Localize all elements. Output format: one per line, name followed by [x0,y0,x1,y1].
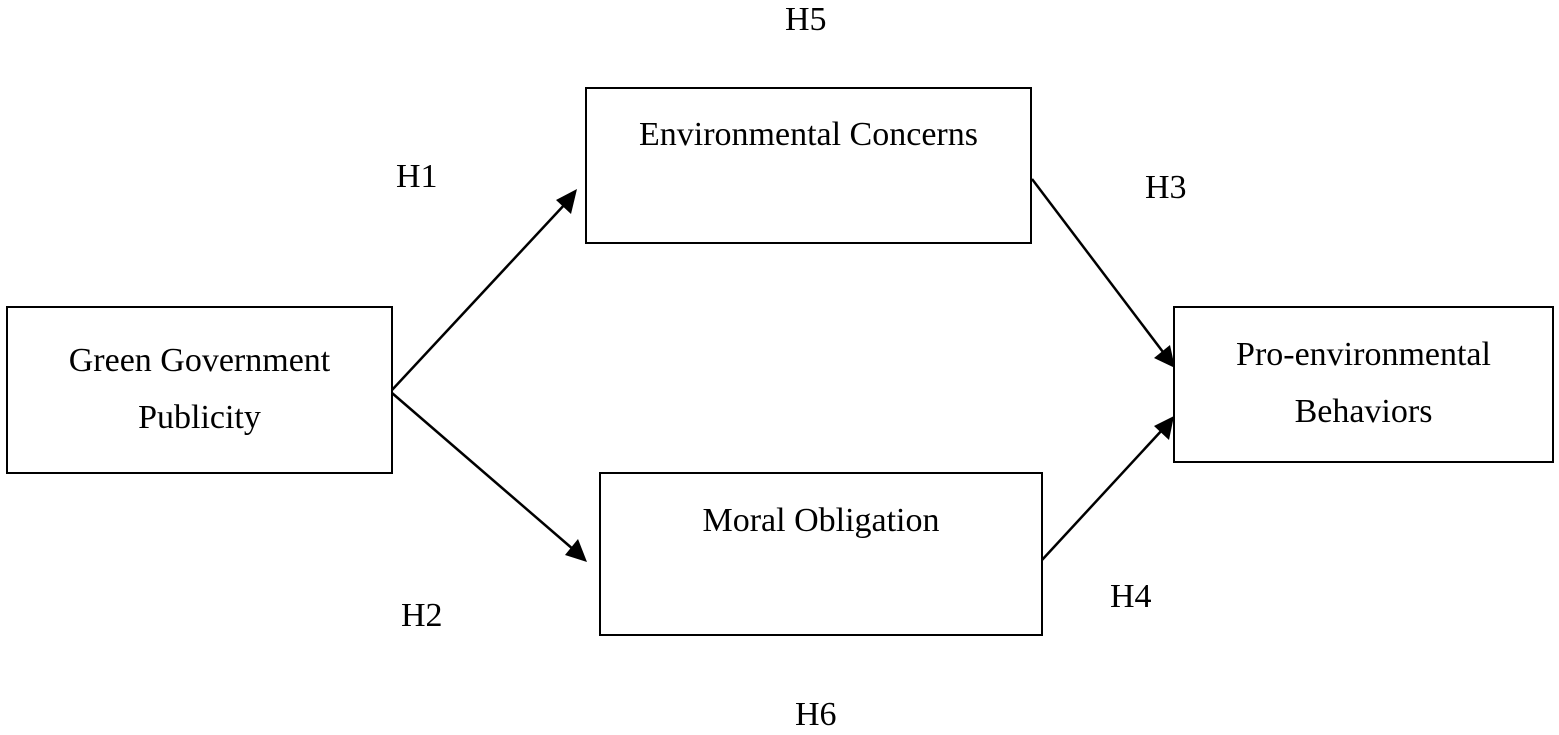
node-pro-environmental-behaviors: Pro-environmental Behaviors [1173,306,1554,463]
arrow-h1 [391,189,577,391]
hypothesis-label-h5: H5 [785,1,827,38]
hypothesis-label-h6: H6 [795,696,837,733]
node-ec-label: Environmental Concerns [639,116,978,153]
hypothesis-label-h2: H2 [401,597,443,634]
hypothesis-label-h3: H3 [1145,169,1187,206]
arrow-h3 [1031,178,1175,368]
node-green-government-publicity: Green Government Publicity [6,306,393,474]
node-ggp-line1: Green Government [68,342,331,379]
hypothesis-label-h1: H1 [396,158,438,195]
node-moral-obligation: Moral Obligation [599,472,1043,636]
node-peb-line2: Behaviors [1294,393,1433,430]
node-environmental-concerns: Environmental Concerns [585,87,1032,244]
node-ggp-line2: Publicity [138,399,261,436]
hypothesis-label-h4: H4 [1110,578,1152,615]
node-mo-label: Moral Obligation [702,502,940,539]
arrow-h4 [1041,416,1174,561]
arrow-h2 [391,392,587,562]
node-peb-line1: Pro-environmental [1236,336,1491,373]
